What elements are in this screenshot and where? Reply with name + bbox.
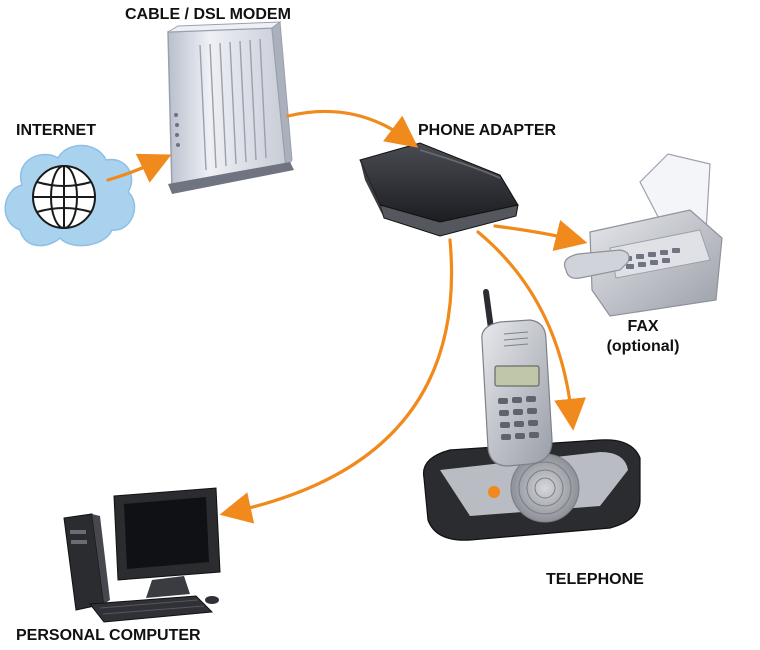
globe-icon [32, 165, 96, 229]
label-telephone: TELEPHONE [546, 571, 644, 588]
label-personal-computer: PERSONAL COMPUTER [16, 627, 201, 644]
phone-adapter-icon [359, 142, 519, 237]
desktop-computer-icon [63, 487, 221, 623]
label-phone-adapter: PHONE ADAPTER [418, 122, 557, 139]
arrow-adapter-to-telephone [476, 230, 586, 431]
arrow-adapter-to-fax [493, 219, 588, 252]
label-fax: FAX [627, 318, 659, 335]
arrow-internet-to-modem [106, 153, 172, 183]
label-modem: CABLE / DSL MODEM [125, 6, 291, 23]
connection-arrows [106, 109, 588, 524]
internet-cloud-icon [4, 144, 136, 247]
arrow-adapter-to-computer [219, 238, 454, 524]
cordless-phone-icon [422, 289, 641, 541]
arrow-modem-to-adapter [286, 109, 419, 148]
label-fax-optional: (optional) [606, 338, 680, 355]
label-internet: INTERNET [16, 122, 96, 139]
modem-icon [167, 21, 294, 194]
fax-machine-icon [563, 153, 723, 317]
label-fax-group: FAX (optional) [588, 317, 698, 357]
